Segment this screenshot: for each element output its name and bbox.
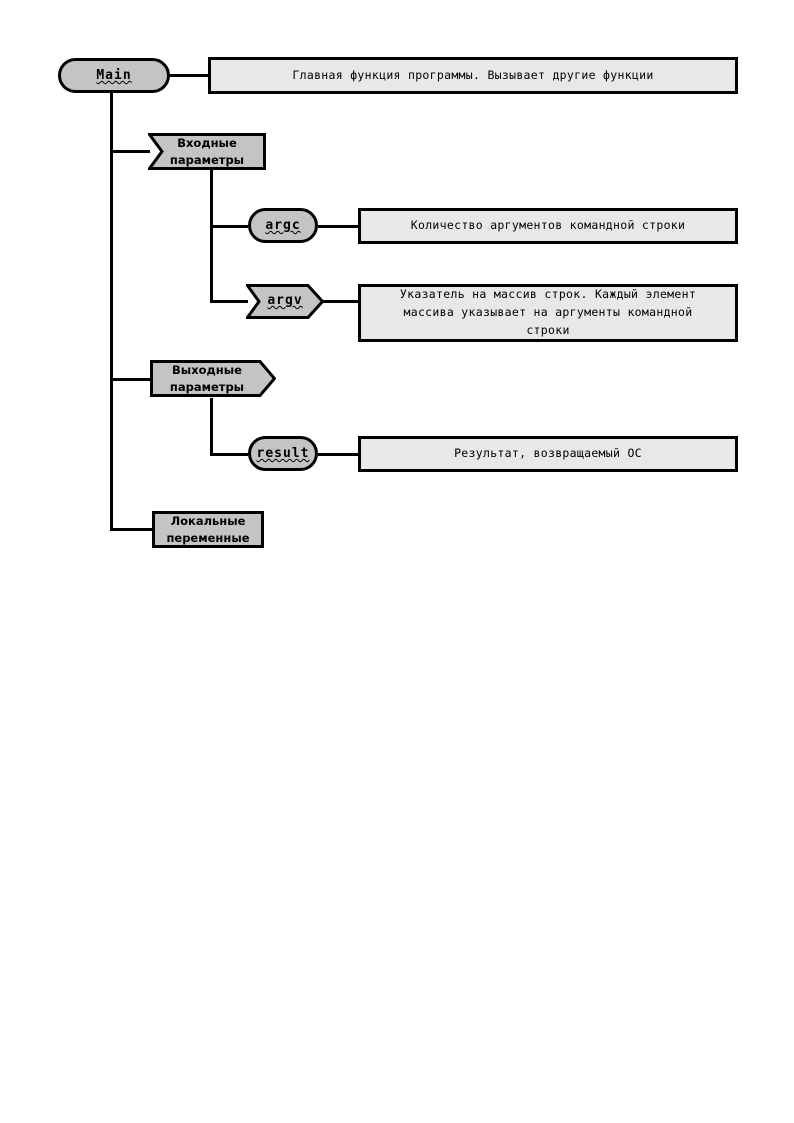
connector-input-params-trunk (210, 170, 213, 303)
connector-argv-to-description (318, 300, 360, 303)
connector-argc-to-description (318, 225, 360, 228)
description-argc-line-1: Количество аргументов командной строки (410, 218, 686, 233)
node-main[interactable]: Main (58, 58, 170, 93)
node-local-variables-label-line1: Локальные (170, 513, 246, 528)
pentagon-pointed-right-shape (150, 360, 276, 397)
node-input-parameters[interactable]: Входные параметры (148, 133, 266, 170)
description-argv-line-2: массива указывает на аргументы командной (403, 305, 693, 320)
connector-trunk-to-input-params (110, 150, 150, 153)
node-input-parameters-label-line2: параметры (169, 152, 245, 167)
description-main-text: Главная функция программы. Вызывает друг… (292, 67, 654, 82)
connector-input-to-argv (210, 300, 248, 303)
chevron-shape (246, 284, 324, 319)
connector-trunk-to-output-params (110, 378, 152, 381)
description-argv-line-3: строки (526, 322, 570, 337)
node-output-parameters-label-line1: Выходные (172, 362, 242, 377)
description-argv-line-1: Указатель на массив строк. Каждый элемен… (399, 287, 697, 302)
connector-main-trunk (110, 93, 113, 531)
node-output-parameters[interactable]: Выходные параметры (150, 360, 276, 397)
description-result-line-1: Результат, возвращаемый ОС (454, 446, 642, 461)
node-result[interactable]: result (248, 436, 318, 471)
connector-output-to-result (210, 453, 248, 456)
node-argc-label: argc (265, 218, 301, 233)
connector-trunk-to-local-vars (110, 528, 152, 531)
node-input-parameters-label-line1: Входные (177, 135, 237, 150)
node-output-parameters-label: Выходные параметры (150, 362, 276, 395)
node-argv-label: argv (267, 293, 303, 309)
description-main: Главная функция программы. Вызывает друг… (208, 57, 738, 94)
connector-result-to-description (318, 453, 360, 456)
node-local-variables-label-line2: переменные (166, 530, 250, 545)
connector-input-to-argc (210, 225, 248, 228)
node-result-label: result (256, 446, 310, 461)
node-output-parameters-label-line2: параметры (169, 379, 245, 394)
node-input-parameters-label: Входные параметры (148, 135, 266, 168)
description-argv: Указатель на массив строк. Каждый элемен… (358, 284, 738, 342)
pentagon-notched-left-shape (148, 133, 266, 170)
connector-output-params-trunk (210, 398, 213, 456)
node-argc[interactable]: argc (248, 208, 318, 243)
description-result: Результат, возвращаемый ОС (358, 436, 738, 472)
description-argc: Количество аргументов командной строки (358, 208, 738, 244)
node-argv[interactable]: argv (246, 284, 324, 319)
node-local-variables[interactable]: Локальные переменные (152, 511, 264, 548)
connector-main-to-description (168, 74, 210, 77)
node-main-label: Main (96, 68, 132, 83)
